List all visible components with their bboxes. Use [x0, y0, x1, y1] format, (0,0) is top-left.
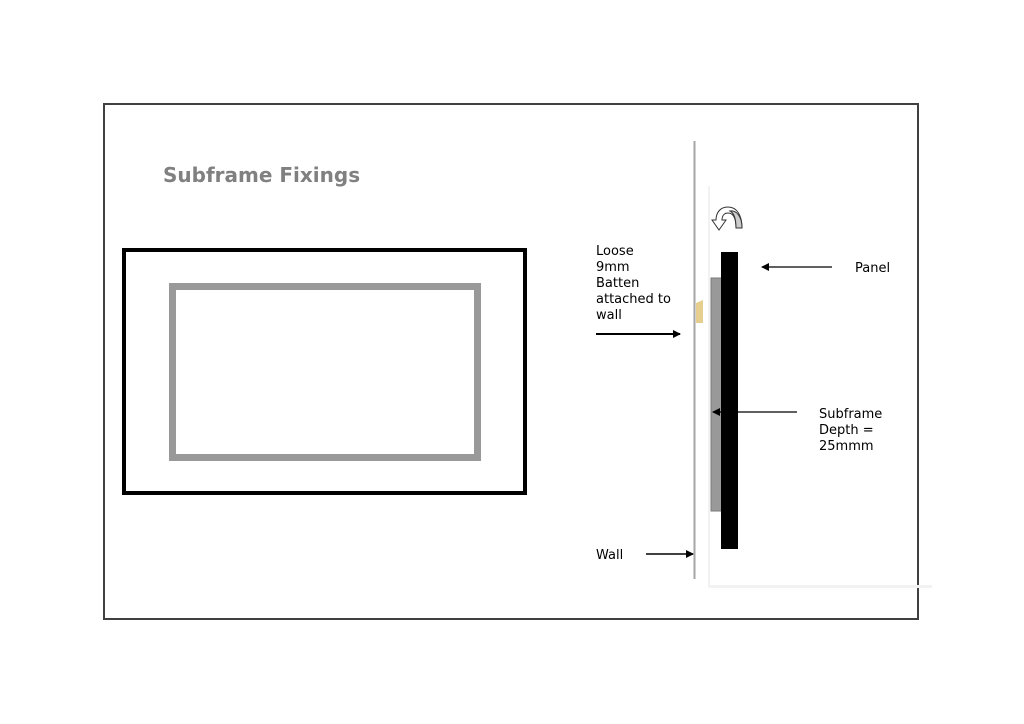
batten-label: Loose 9mm Batten attached to wall: [596, 244, 671, 323]
diagram-title: Subframe Fixings: [163, 163, 361, 187]
subframe-bar: [710, 277, 723, 512]
wall-label: Wall: [596, 548, 624, 563]
panel-label: Panel: [855, 261, 891, 276]
panel-bar: [721, 252, 738, 549]
curved-arrow-icon: [711, 206, 743, 231]
batten-block: [696, 300, 703, 323]
front-view-subframe-outline: [169, 283, 481, 461]
front-view-panel-outline: [122, 248, 527, 495]
side-view-background: [708, 186, 932, 588]
subframe-depth-label: Subframe Depth = 25mmm: [819, 407, 883, 454]
page-frame: [103, 103, 919, 620]
